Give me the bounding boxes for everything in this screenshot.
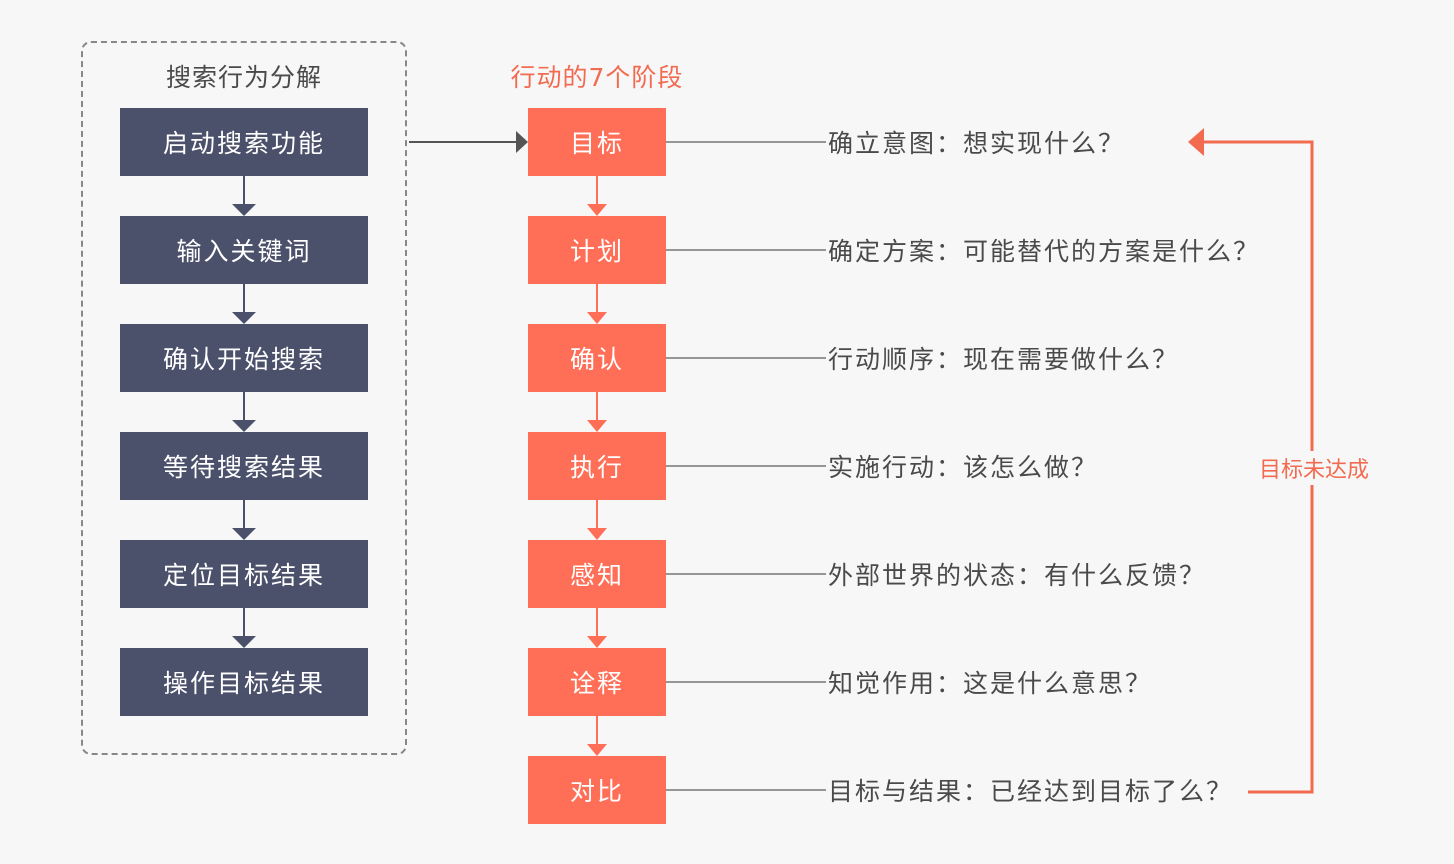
step-box: 操作目标结果 xyxy=(120,648,368,716)
step-box: 定位目标结果 xyxy=(120,540,368,608)
stage-box-interpret: 诠释 xyxy=(528,648,666,716)
stage-box-plan: 计划 xyxy=(528,216,666,284)
step-box: 等待搜索结果 xyxy=(120,432,368,500)
stage-description: 实施行动：该怎么做？ xyxy=(828,453,1099,482)
stage-description: 行动顺序：现在需要做什么？ xyxy=(828,345,1180,374)
stage-description: 确定方案：可能替代的方案是什么？ xyxy=(828,237,1261,266)
stage-box-compare: 对比 xyxy=(528,756,666,824)
stage-description: 外部世界的状态：有什么反馈？ xyxy=(828,561,1207,590)
stage-description: 目标与结果：已经达到目标了么？ xyxy=(828,777,1234,806)
stage-box-perceive: 感知 xyxy=(528,540,666,608)
stage-description: 知觉作用：这是什么意思？ xyxy=(828,669,1153,698)
stage-box-specify: 确认 xyxy=(528,324,666,392)
loop-label: 目标未达成 xyxy=(1250,451,1378,485)
step-box: 输入关键词 xyxy=(120,216,368,284)
stages-title: 行动的7个阶段 xyxy=(510,63,684,92)
step-box: 确认开始搜索 xyxy=(120,324,368,392)
step-box: 启动搜索功能 xyxy=(120,108,368,176)
search-behavior-group xyxy=(81,41,407,755)
group-title: 搜索行为分解 xyxy=(165,63,322,92)
stage-description: 确立意图：想实现什么？ xyxy=(828,129,1126,158)
stage-box-goal: 目标 xyxy=(528,108,666,176)
stage-box-perform: 执行 xyxy=(528,432,666,500)
